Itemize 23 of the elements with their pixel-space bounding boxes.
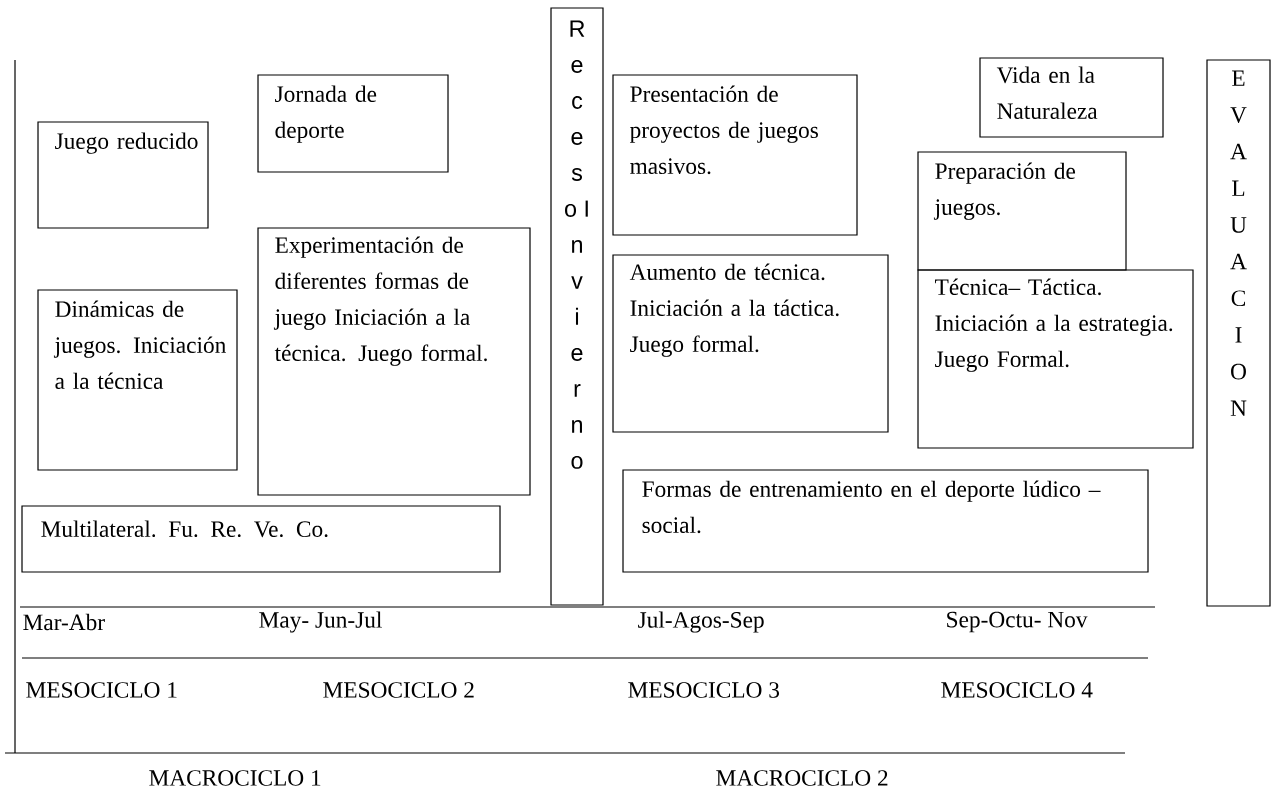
vertical-box: EVALUAC ION — [1206, 59, 1271, 607]
text-box: Técnica– Táctica. Iniciación a la estrategia. Juego Formal. — [917, 269, 1194, 449]
text-box: Experimentación de diferentes formas de juego Iniciación a la técnica. Juego formal. — [257, 227, 531, 496]
period-label: MACROCICLO 1 — [149, 770, 321, 786]
period-label: MESOCICLO 2 — [323, 682, 474, 698]
period-label: Jul-Agos-Sep — [638, 611, 764, 633]
vertical-box: Receso Invierno — [550, 7, 604, 606]
period-label: May- Jun-Jul — [259, 611, 382, 633]
period-label: MACROCICLO 2 — [716, 770, 888, 786]
period-label: Mar-Abr — [23, 613, 105, 631]
text-box: Aumento de técnica. Iniciación a la táctica. Juego formal. — [612, 254, 889, 433]
text-box: Jornada de deporte — [257, 74, 449, 173]
text-box: Vida en la Naturaleza — [979, 57, 1164, 138]
period-label: MESOCICLO 4 — [941, 682, 1093, 698]
period-label: Sep-Octu- Nov — [947, 611, 1088, 633]
text-box: Juego reducido — [37, 121, 209, 229]
text-box: Presentación de proyectos de juegos masivos. — [612, 74, 858, 236]
text-box: Dinámicas de juegos. Iniciación a la técnica — [37, 289, 238, 471]
period-label: MESOCICLO 1 — [26, 682, 177, 698]
text-box: Preparación de juegos. — [917, 151, 1127, 271]
text-box: Formas de entrenamiento en el deporte lúdico – social. — [622, 469, 1149, 573]
text-box: Multilateral. Fu. Re. Ve. Co. — [21, 505, 501, 573]
period-label: MESOCICLO 3 — [628, 682, 779, 698]
